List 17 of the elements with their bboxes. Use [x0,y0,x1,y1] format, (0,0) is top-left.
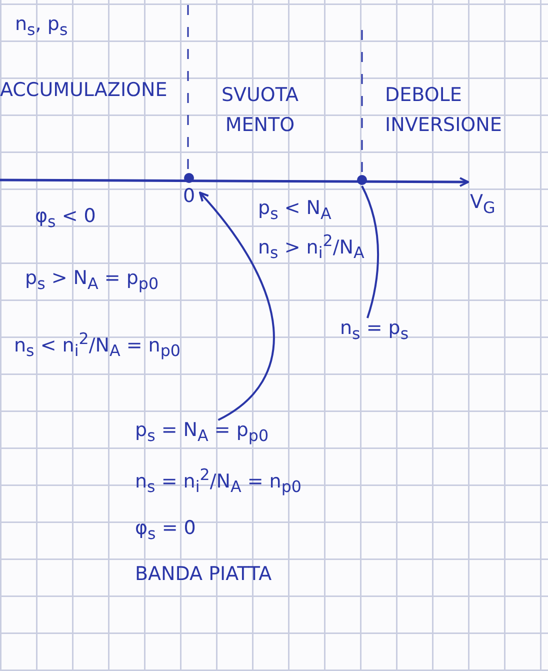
condition-text: p$_{s}$ < N$_{A}$ [258,198,332,222]
condition-text: φ$_{s}$ < 0 [35,206,96,230]
region-label: DEBOLE INVERSIONE [385,83,503,138]
condition-text: n$_{s}$ > n$_{i}$$^{2}$/N$_{A}$ [258,232,364,262]
axis-label: n$_{s}$, p$_{s}$ [15,14,68,38]
point-label: 0 [182,186,196,207]
arrow [199,192,275,421]
region-label: SVUOTA MENTO [220,83,300,138]
axis-label: V$_{G}$ [470,192,496,216]
condition-text: n$_{s}$ = p$_{s}$ [340,318,409,342]
condition-text: p$_{s}$ > N$_{A}$ = p$_{p0}$ [25,268,159,292]
region-label: ACCUMULAZIONE [0,80,168,101]
state-label: BANDA PIATTA [135,564,273,585]
condition-text: n$_{s}$ < n$_{i}$$^{2}$/N$_{A}$ = n$_{p0}$ [14,330,180,360]
condition-text: n$_{s}$ = n$_{i}$$^{2}$/N$_{A}$ = n$_{p0}$ [135,466,302,496]
condition-text: φ$_{s}$ = 0 [135,518,197,542]
condition-text: p$_{s}$ = N$_{A}$ = p$_{p0}$ [135,420,270,444]
